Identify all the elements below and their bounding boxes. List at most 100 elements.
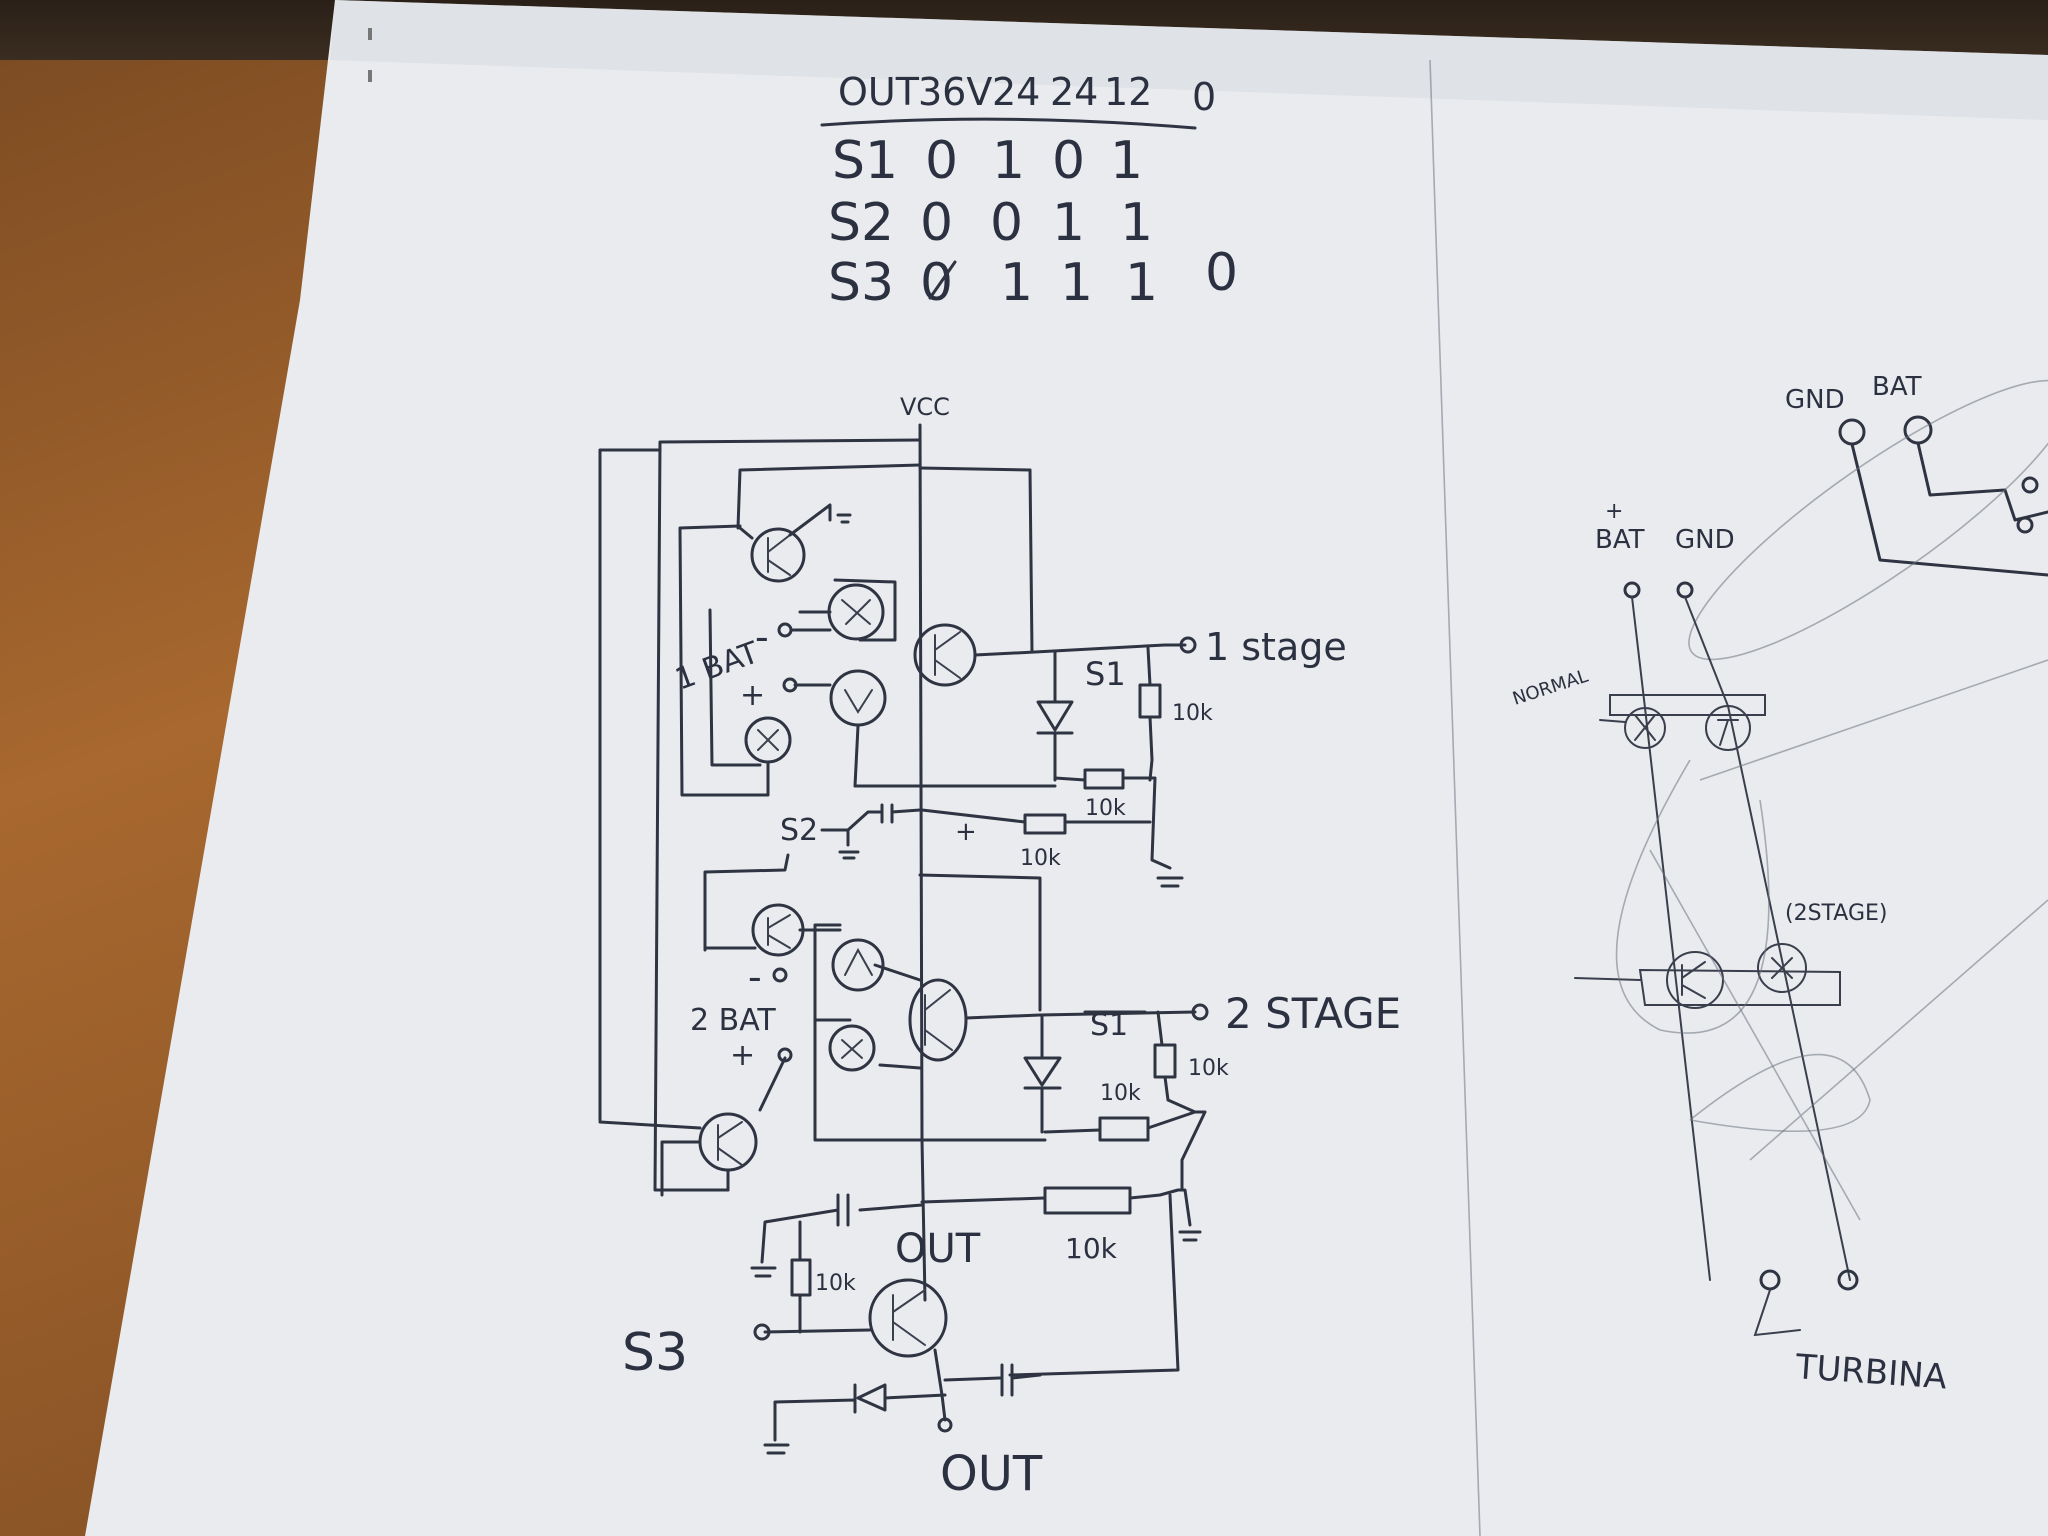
r4-lead2 [1163,1075,1197,1114]
tt-row-s1-v1: 0 [925,131,958,191]
top-bat-label: BAT [1872,372,1922,402]
out-mid-label: OUT [895,1226,981,1272]
out-bottom-label: OUT [940,1446,1043,1502]
normal-input [1599,719,1626,723]
top-gnd-label: GND [1785,385,1845,415]
outer-feedback-wire [598,448,662,1122]
paper [85,0,2048,1536]
tt-header-24b: 24 [1050,70,1098,114]
resistor-r2-lead [1053,776,1087,782]
tt-header-36v: 36V [918,70,992,114]
turbina-terminal-b[interactable] [1837,1269,1859,1291]
q2-wire [833,578,897,642]
bat-label: BAT [1595,525,1645,555]
outer-feedback-join [598,1120,702,1130]
transistor-stage2-b [1757,943,1807,993]
r6-label: 10k [1065,1232,1118,1265]
tt-row-s3-v4: 1 [1125,253,1158,313]
r7-label: 10k [815,1271,856,1296]
stage2-input [1574,977,1641,981]
q10-wires [660,1140,730,1197]
capacitor-c3 [943,1363,1042,1397]
top-bus-drop [1028,468,1034,654]
stage1-left-loop [678,524,770,797]
tt-header-0: 0 [1192,75,1216,119]
small-terminal-a[interactable] [2021,476,2039,494]
out-terminal[interactable] [937,1417,953,1433]
paper-shadow [330,0,2048,120]
bat2-label: 2 BAT [690,1003,776,1038]
tt-header-out: OUT [838,70,920,114]
gnd-main-wire [1684,596,1851,1281]
s3-terminal[interactable] [753,1323,771,1341]
ground-right-2 [1128,1188,1202,1242]
faint-lines [1649,659,2048,1221]
staple-mark [368,28,372,40]
transistor-q9-main [908,978,968,1062]
tt-row-s3-label: S3 [828,253,894,313]
resistor-r1-lead2 [1148,715,1154,782]
tt-row-s3-v1: 0 [920,253,953,313]
stage1-terminal[interactable] [1179,636,1197,654]
tt-row-s3-v5: 0 [1205,243,1238,303]
gnd-label: GND [1675,525,1735,555]
r6-lead [920,1196,1047,1204]
s1-label: S1 [1085,655,1126,693]
tt-row-s1-v4: 1 [1110,131,1143,191]
output-diode [763,1383,947,1455]
ground-right-1 [1121,776,1184,888]
s3-label: S3 [622,1323,688,1383]
stage2-top-bus [918,873,1042,1012]
tt-header-24a: 24 [992,70,1040,114]
transistor-q7 [831,938,885,992]
tt-row-s3-v2: 1 [1000,253,1033,313]
truth-table: OUT 36V 24 24 12 0 S1 0 1 0 1 S2 0 0 1 1… [820,70,1238,313]
stage1-bottom-wire [853,724,1057,788]
stage2-bracket [1638,968,1841,1006]
tt-row-s2-v4: 1 [1120,193,1153,253]
stage1-inner-loop [708,608,762,767]
resistor-r6 [1043,1186,1132,1215]
out-rail [920,1138,927,1302]
bat2-minus: - [748,955,762,999]
transistor-q1 [750,527,806,583]
ground-symbol [738,503,852,540]
bat1-minus: - [755,615,769,659]
r2-label: 10k [1085,796,1126,821]
r5-lead [1043,1128,1102,1134]
stage1-out-wire [973,643,1187,657]
vcc-rail [918,423,924,1142]
resistor-r1-lead [1146,646,1152,687]
stage2-label: 2 STAGE [1225,989,1401,1038]
tt-header-underline [820,117,1197,130]
r4-label: 10k [1188,1056,1229,1081]
small-terminal-b[interactable] [2016,516,2034,534]
tt-strike [928,260,957,300]
bat1-plus: + [740,678,765,713]
faint-curve-1 [1615,759,1770,1034]
normal-bracket [1609,694,1766,716]
stage2-left-wire [703,853,790,952]
tt-row-s1-label: S1 [832,131,898,191]
tt-row-s2-v3: 1 [1052,193,1085,253]
transistor-q11-output [868,1278,948,1358]
r4-lead [1156,1010,1164,1047]
capacitor-c1 [846,803,922,832]
transistor-q8 [828,1024,876,1072]
diode-d1 [1036,650,1074,782]
paper-fold [1429,59,1481,1536]
outer-loop-wire [653,438,922,1192]
tt-row-s2-v2: 0 [990,193,1023,253]
bat2-minus-terminal[interactable] [772,967,788,983]
staple-mark [368,70,372,82]
bat2-wires [758,963,922,1112]
right-schematic: GND BAT + BAT GND NORMAL (2STAGE) [1510,372,2048,1398]
c1-plus: + [955,817,977,847]
r5-lead2 [1146,1110,1207,1192]
stage2-terminal[interactable] [1191,1003,1209,1021]
top-right-wires [1850,441,2048,577]
vcc-label: VCC [900,393,950,421]
diode-d2 [1023,1013,1062,1134]
bat1-wires [790,610,832,687]
